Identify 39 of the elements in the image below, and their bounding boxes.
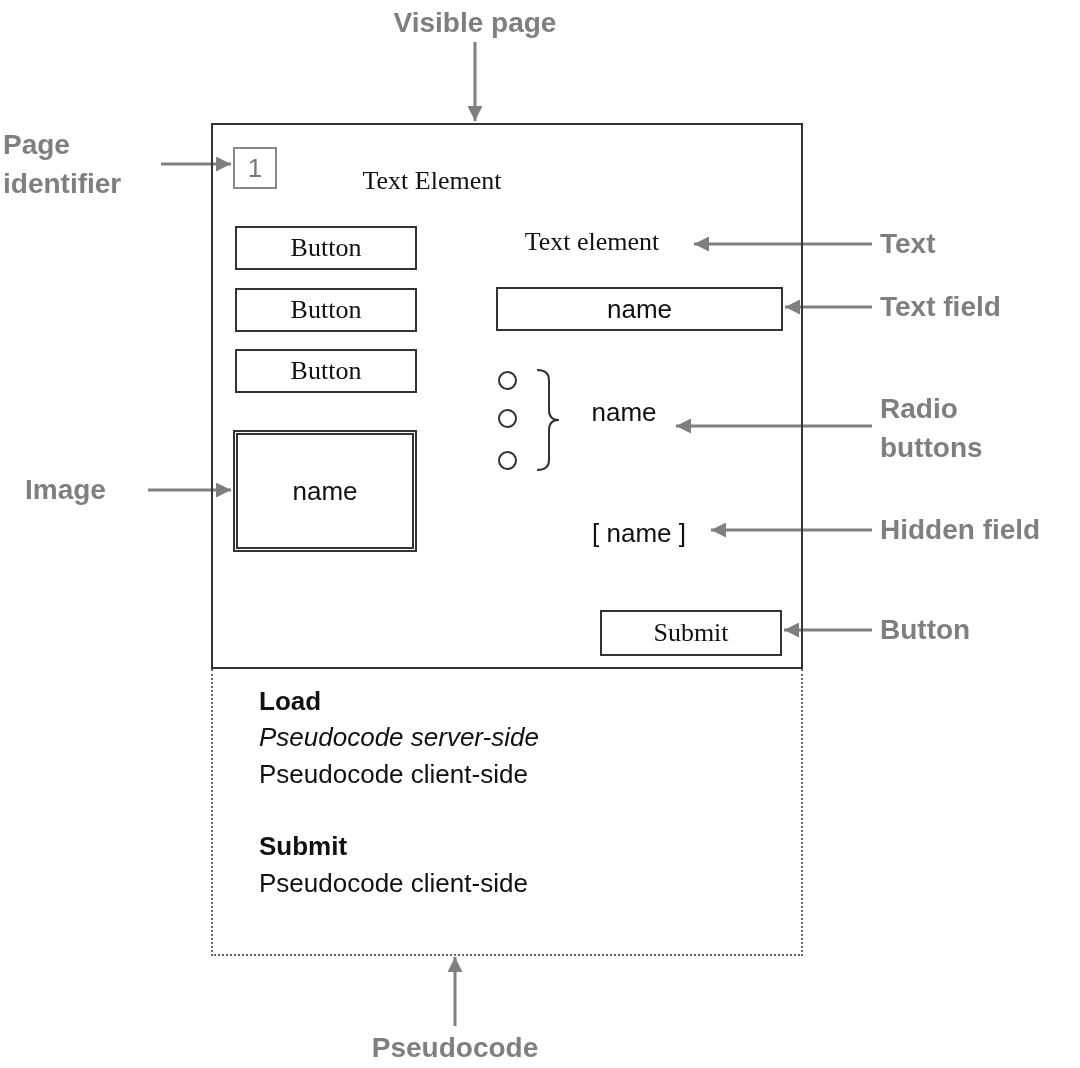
text-element: Text element bbox=[492, 224, 692, 260]
pseudocode-line: Pseudocode server-side bbox=[259, 721, 539, 755]
arrow bbox=[711, 522, 872, 538]
annotation-label: Text field bbox=[880, 285, 1050, 329]
page-frame bbox=[211, 123, 803, 669]
section-heading: Submit bbox=[259, 830, 348, 864]
annotation-label: Button bbox=[880, 608, 1010, 652]
page-id-box: 1 bbox=[233, 147, 277, 189]
annotation-label: Hidden field bbox=[880, 508, 1080, 552]
hidden-field-mockup: [ name ] bbox=[569, 511, 709, 555]
annotation-label: Visible page bbox=[375, 5, 575, 40]
arrow bbox=[784, 622, 872, 638]
button-mockup: Submit bbox=[600, 610, 782, 656]
radio-group-label: name bbox=[574, 390, 674, 434]
pseudocode-line: Pseudocode client-side bbox=[259, 757, 528, 791]
annotation-label: Pseudocode bbox=[340, 1028, 570, 1068]
arrow bbox=[447, 957, 463, 1026]
radio-circle bbox=[498, 409, 517, 428]
image-frame: name bbox=[233, 430, 417, 552]
arrow bbox=[676, 418, 872, 434]
annotation-label: Page identifier bbox=[3, 125, 153, 203]
annotation-label: Text bbox=[880, 222, 960, 266]
arrow bbox=[161, 156, 231, 172]
arrow bbox=[694, 236, 872, 252]
arrow bbox=[467, 42, 483, 121]
pseudocode-line: Pseudocode client-side bbox=[259, 866, 528, 900]
radio-circle bbox=[498, 371, 517, 390]
pseudocode-panel bbox=[211, 669, 803, 956]
annotation-label: Radio buttons bbox=[880, 386, 1030, 470]
arrow bbox=[785, 299, 872, 315]
heading-text: Text Element bbox=[322, 164, 542, 198]
text-field-mockup: name bbox=[496, 287, 783, 331]
button-mockup: Button bbox=[235, 349, 417, 393]
button-mockup: Button bbox=[235, 288, 417, 332]
annotation-label: Image bbox=[25, 468, 140, 512]
section-heading: Load bbox=[259, 685, 322, 718]
button-mockup: Button bbox=[235, 226, 417, 270]
radio-circle bbox=[498, 451, 517, 470]
arrow bbox=[148, 482, 231, 498]
